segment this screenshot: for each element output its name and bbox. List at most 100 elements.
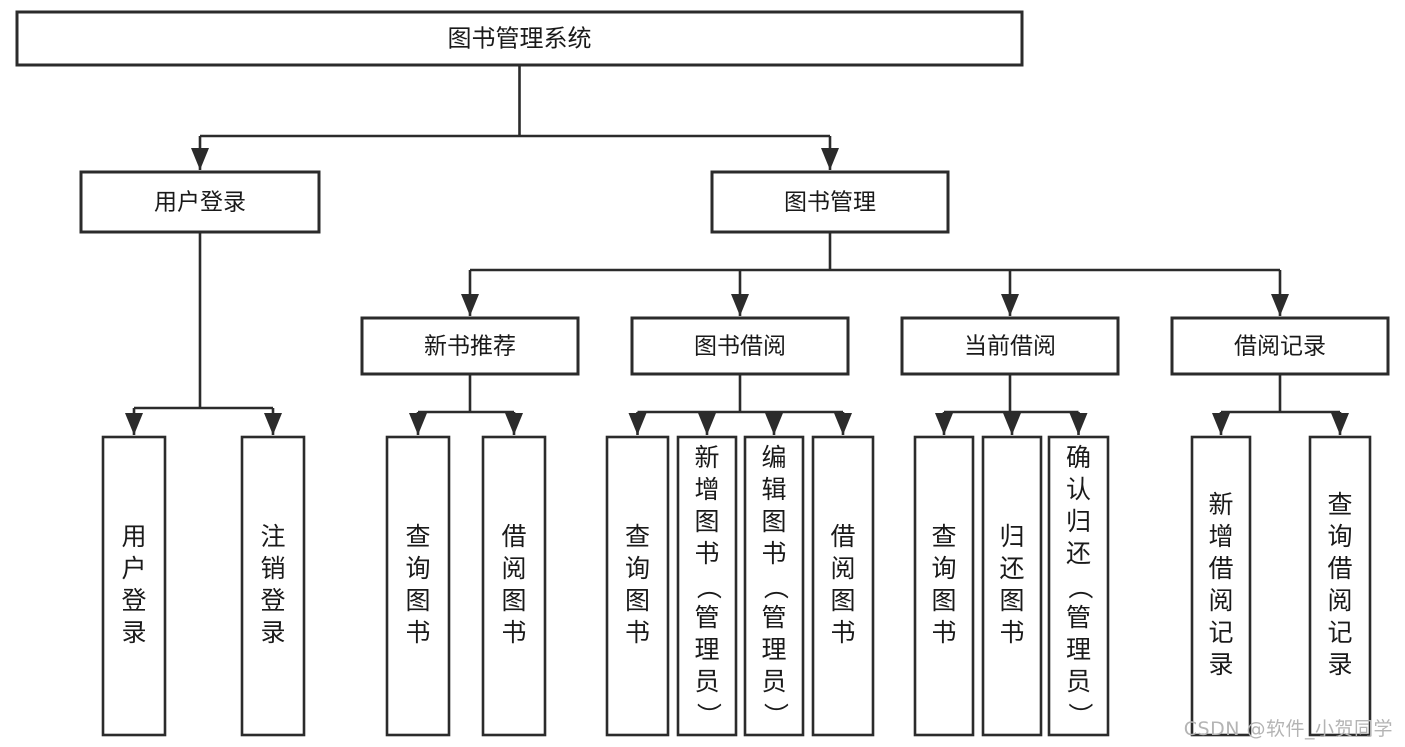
leaf-label-char: 记 xyxy=(1327,618,1352,647)
leaf-label-char: 还 xyxy=(1066,539,1091,568)
leaf-label-char: 图 xyxy=(999,586,1024,615)
arrow-head-icon xyxy=(765,413,783,435)
leaf-box xyxy=(981,435,1043,737)
leaf-label-char: 登 xyxy=(260,586,285,615)
node-label: 图书管理系统 xyxy=(448,25,592,53)
leaf-label-char: 询 xyxy=(625,554,650,583)
leaf-label-char: （ xyxy=(694,574,723,599)
node-root-title[interactable]: 图书管理系统 xyxy=(15,10,1024,67)
leaf-label-char: ） xyxy=(694,702,723,727)
node-label: 借阅记录 xyxy=(1234,334,1326,360)
leaf-label-char: 录 xyxy=(1327,650,1352,679)
leaf-label-char: 新 xyxy=(694,443,719,472)
leaf-box xyxy=(481,435,547,737)
leaf-label-char: 增 xyxy=(694,475,719,504)
leaf-label-char: 图 xyxy=(501,586,526,615)
leaf-label-char: 理 xyxy=(694,635,719,664)
leaf-label-char: 确 xyxy=(1066,443,1091,472)
leaf-label-char: 图 xyxy=(694,507,719,536)
leaf-label-char: 书 xyxy=(931,618,956,647)
leaf-label-char: 归 xyxy=(999,522,1024,551)
arrow-head-icon xyxy=(191,148,209,170)
leaf-label-char: ） xyxy=(761,702,790,727)
leaf-label-char: 查 xyxy=(1327,490,1352,519)
leaf-label-char: 书 xyxy=(501,618,526,647)
leaf-label-char: 记 xyxy=(1208,618,1233,647)
arrow-head-icon xyxy=(834,413,852,435)
arrow-head-icon xyxy=(1212,413,1230,435)
leaf-label-char: 认 xyxy=(1066,475,1091,504)
leaf-label-char: 借 xyxy=(1208,554,1233,583)
node-label: 图书借阅 xyxy=(694,334,786,360)
leaf-label-char: 编 xyxy=(761,443,786,472)
leaf-label-char: 新 xyxy=(1208,490,1233,519)
arrow-head-icon xyxy=(628,413,647,435)
connector-layer xyxy=(125,65,1349,435)
node-box xyxy=(900,316,1120,376)
node-current-borrow[interactable]: 当前借阅 xyxy=(900,316,1120,376)
node-layer: 图书管理系统用户登录图书管理新书推荐图书借阅当前借阅借阅记录用户登录注销登录查询… xyxy=(15,10,1390,737)
leaf-user-login-leaf[interactable]: 用户登录 xyxy=(101,435,167,737)
leaf-label-char: 书 xyxy=(625,618,650,647)
arrow-head-icon xyxy=(821,148,839,170)
leaf-label-char: 查 xyxy=(931,522,956,551)
arrow-head-icon xyxy=(1069,413,1088,435)
leaf-label-char: （ xyxy=(1066,574,1095,599)
leaf-label-char: 图 xyxy=(931,586,956,615)
leaf-label-char: 理 xyxy=(1066,635,1091,664)
node-book-borrow[interactable]: 图书借阅 xyxy=(630,316,850,376)
arrow-head-icon xyxy=(264,413,282,435)
node-book-manage[interactable]: 图书管理 xyxy=(710,170,950,234)
node-borrow-record[interactable]: 借阅记录 xyxy=(1170,316,1390,376)
leaf-label-char: 阅 xyxy=(1327,586,1352,615)
node-label: 当前借阅 xyxy=(964,334,1056,360)
arrow-head-icon xyxy=(1271,294,1289,316)
leaf-label-char: 销 xyxy=(260,554,285,583)
leaf-label-char: 员 xyxy=(694,667,719,696)
leaf-label: 用户登录 xyxy=(121,522,146,647)
node-box xyxy=(15,10,1024,67)
leaf-box xyxy=(385,435,451,737)
node-new-book-recommend[interactable]: 新书推荐 xyxy=(360,316,580,376)
leaf-label-char: 询 xyxy=(1327,522,1352,551)
leaf-label-char: 书 xyxy=(830,618,855,647)
leaf-box xyxy=(1308,435,1372,737)
leaf-label-char: 图 xyxy=(405,586,430,615)
node-box xyxy=(79,170,321,234)
leaf-label-char: 借 xyxy=(830,522,855,551)
leaf-label-char: 查 xyxy=(405,522,430,551)
leaf-box xyxy=(240,435,306,737)
leaf-label-char: 理 xyxy=(761,635,786,664)
leaf-label-char: 还 xyxy=(999,554,1024,583)
leaf-box xyxy=(743,435,805,737)
leaf-box xyxy=(913,435,975,737)
leaf-label-char: 管 xyxy=(1066,603,1091,632)
node-box xyxy=(710,170,950,234)
leaf-label-char: 归 xyxy=(1066,507,1091,536)
node-user-login[interactable]: 用户登录 xyxy=(79,170,321,234)
node-label: 用户登录 xyxy=(154,190,246,216)
arrow-head-icon xyxy=(1003,413,1021,435)
leaf-label-char: 辑 xyxy=(761,475,786,504)
